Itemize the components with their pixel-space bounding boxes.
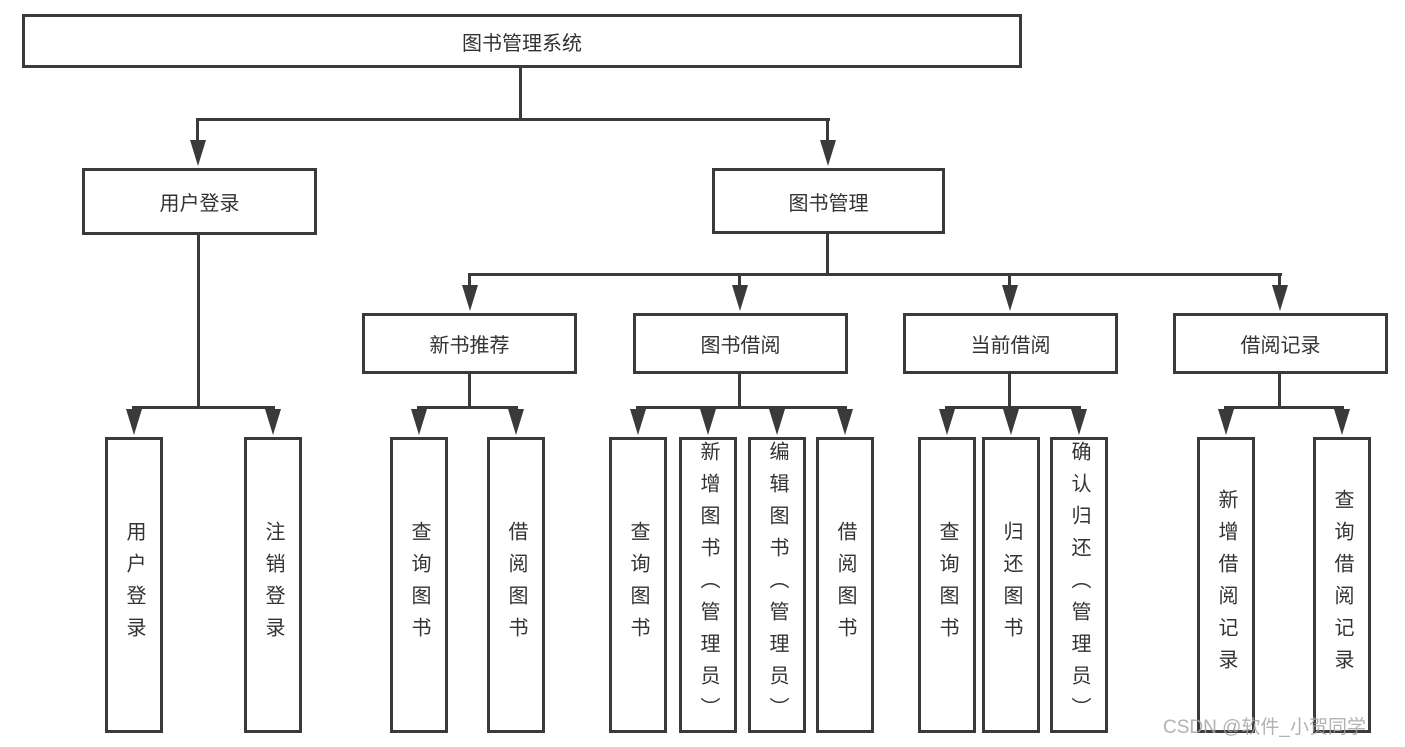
arrow-down-icon: [630, 409, 646, 435]
node-label: 归还图书: [1000, 521, 1022, 649]
node-label: 图书管理系统: [462, 32, 582, 55]
arrow-down-icon: [190, 140, 206, 166]
leaf-logout-login: 注销登录: [244, 437, 302, 733]
connector-stem: [468, 273, 471, 289]
connector-stem: [1008, 273, 1011, 289]
node-label: 图书管理: [788, 192, 869, 215]
node-new-book-recommend: 新书推荐: [362, 313, 577, 374]
node-user-login: 用户登录: [82, 168, 317, 235]
connector-stem: [1278, 273, 1281, 289]
node-label: 查询借阅记录: [1331, 489, 1353, 681]
node-current-borrow: 当前借阅: [903, 313, 1118, 374]
connector-ul-rail: [132, 406, 275, 409]
arrow-down-icon: [1218, 409, 1234, 435]
node-label: 用户登录: [123, 521, 145, 649]
connector-cb-rail: [945, 406, 1081, 409]
node-label: 确认归还（管理员）: [1068, 441, 1090, 729]
node-label: 查询图书: [627, 521, 649, 649]
connector-nb-stem: [468, 374, 471, 409]
node-label: 新书推荐: [429, 335, 510, 357]
node-label: 当前借阅: [970, 335, 1051, 357]
arrow-down-icon: [1071, 409, 1087, 435]
connector-bb-stem: [738, 374, 741, 409]
connector-nb-rail: [417, 406, 518, 409]
connector-root-stem: [519, 66, 522, 120]
leaf-borrow-books-newbook: 借阅图书: [487, 437, 545, 733]
node-label: 新增图书（管理员）: [697, 441, 719, 729]
node-root: 图书管理系统: [22, 14, 1022, 68]
node-label: 借阅图书: [505, 521, 527, 649]
leaf-add-borrow-record: 新增借阅记录: [1197, 437, 1255, 733]
node-book-management: 图书管理: [712, 168, 945, 234]
connector-bm-rail: [468, 273, 1282, 276]
node-label: 注销登录: [262, 521, 284, 649]
node-label: 借阅图书: [834, 521, 856, 649]
node-label: 查询图书: [936, 521, 958, 649]
leaf-query-books-current: 查询图书: [918, 437, 976, 733]
leaf-borrow-books-borrow: 借阅图书: [816, 437, 874, 733]
node-label: 查询图书: [408, 521, 430, 649]
node-label: 借阅记录: [1240, 335, 1321, 357]
arrow-down-icon: [1272, 285, 1288, 311]
connector-root-rail: [197, 118, 830, 121]
connector-stem: [826, 118, 829, 146]
node-label: 图书借阅: [700, 335, 781, 357]
connector-stem: [738, 273, 741, 289]
arrow-down-icon: [265, 409, 281, 435]
leaf-confirm-return-admin: 确认归还（管理员）: [1050, 437, 1108, 733]
arrow-down-icon: [820, 140, 836, 166]
connector-bb-rail: [636, 406, 847, 409]
arrow-down-icon: [769, 409, 785, 435]
arrow-down-icon: [126, 409, 142, 435]
connector-cb-stem: [1008, 374, 1011, 409]
leaf-query-books-borrow: 查询图书: [609, 437, 667, 733]
leaf-edit-book-admin: 编辑图书（管理员）: [748, 437, 806, 733]
arrow-down-icon: [1002, 285, 1018, 311]
arrow-down-icon: [411, 409, 427, 435]
connector-bm-stem: [826, 232, 829, 276]
csdn-watermark: CSDN @软件_小贺同学: [1163, 717, 1366, 738]
node-label: 新增借阅记录: [1215, 489, 1237, 681]
leaf-add-book-admin: 新增图书（管理员）: [679, 437, 737, 733]
node-book-borrow: 图书借阅: [633, 313, 848, 374]
arrow-down-icon: [508, 409, 524, 435]
node-label: 用户登录: [159, 193, 240, 215]
leaf-query-books-newbook: 查询图书: [390, 437, 448, 733]
arrow-down-icon: [1334, 409, 1350, 435]
connector-br-stem: [1278, 374, 1281, 409]
connector-stem: [196, 118, 199, 146]
leaf-return-book: 归还图书: [982, 437, 1040, 733]
node-label: 编辑图书（管理员）: [766, 441, 788, 729]
leaf-user-login: 用户登录: [105, 437, 163, 733]
leaf-query-borrow-record: 查询借阅记录: [1313, 437, 1371, 733]
arrow-down-icon: [939, 409, 955, 435]
arrow-down-icon: [700, 409, 716, 435]
arrow-down-icon: [462, 285, 478, 311]
connector-br-rail: [1224, 406, 1344, 409]
arrow-down-icon: [837, 409, 853, 435]
arrow-down-icon: [1003, 409, 1019, 435]
connector-ul-stem: [197, 233, 200, 409]
arrow-down-icon: [732, 285, 748, 311]
node-borrow-records: 借阅记录: [1173, 313, 1388, 374]
